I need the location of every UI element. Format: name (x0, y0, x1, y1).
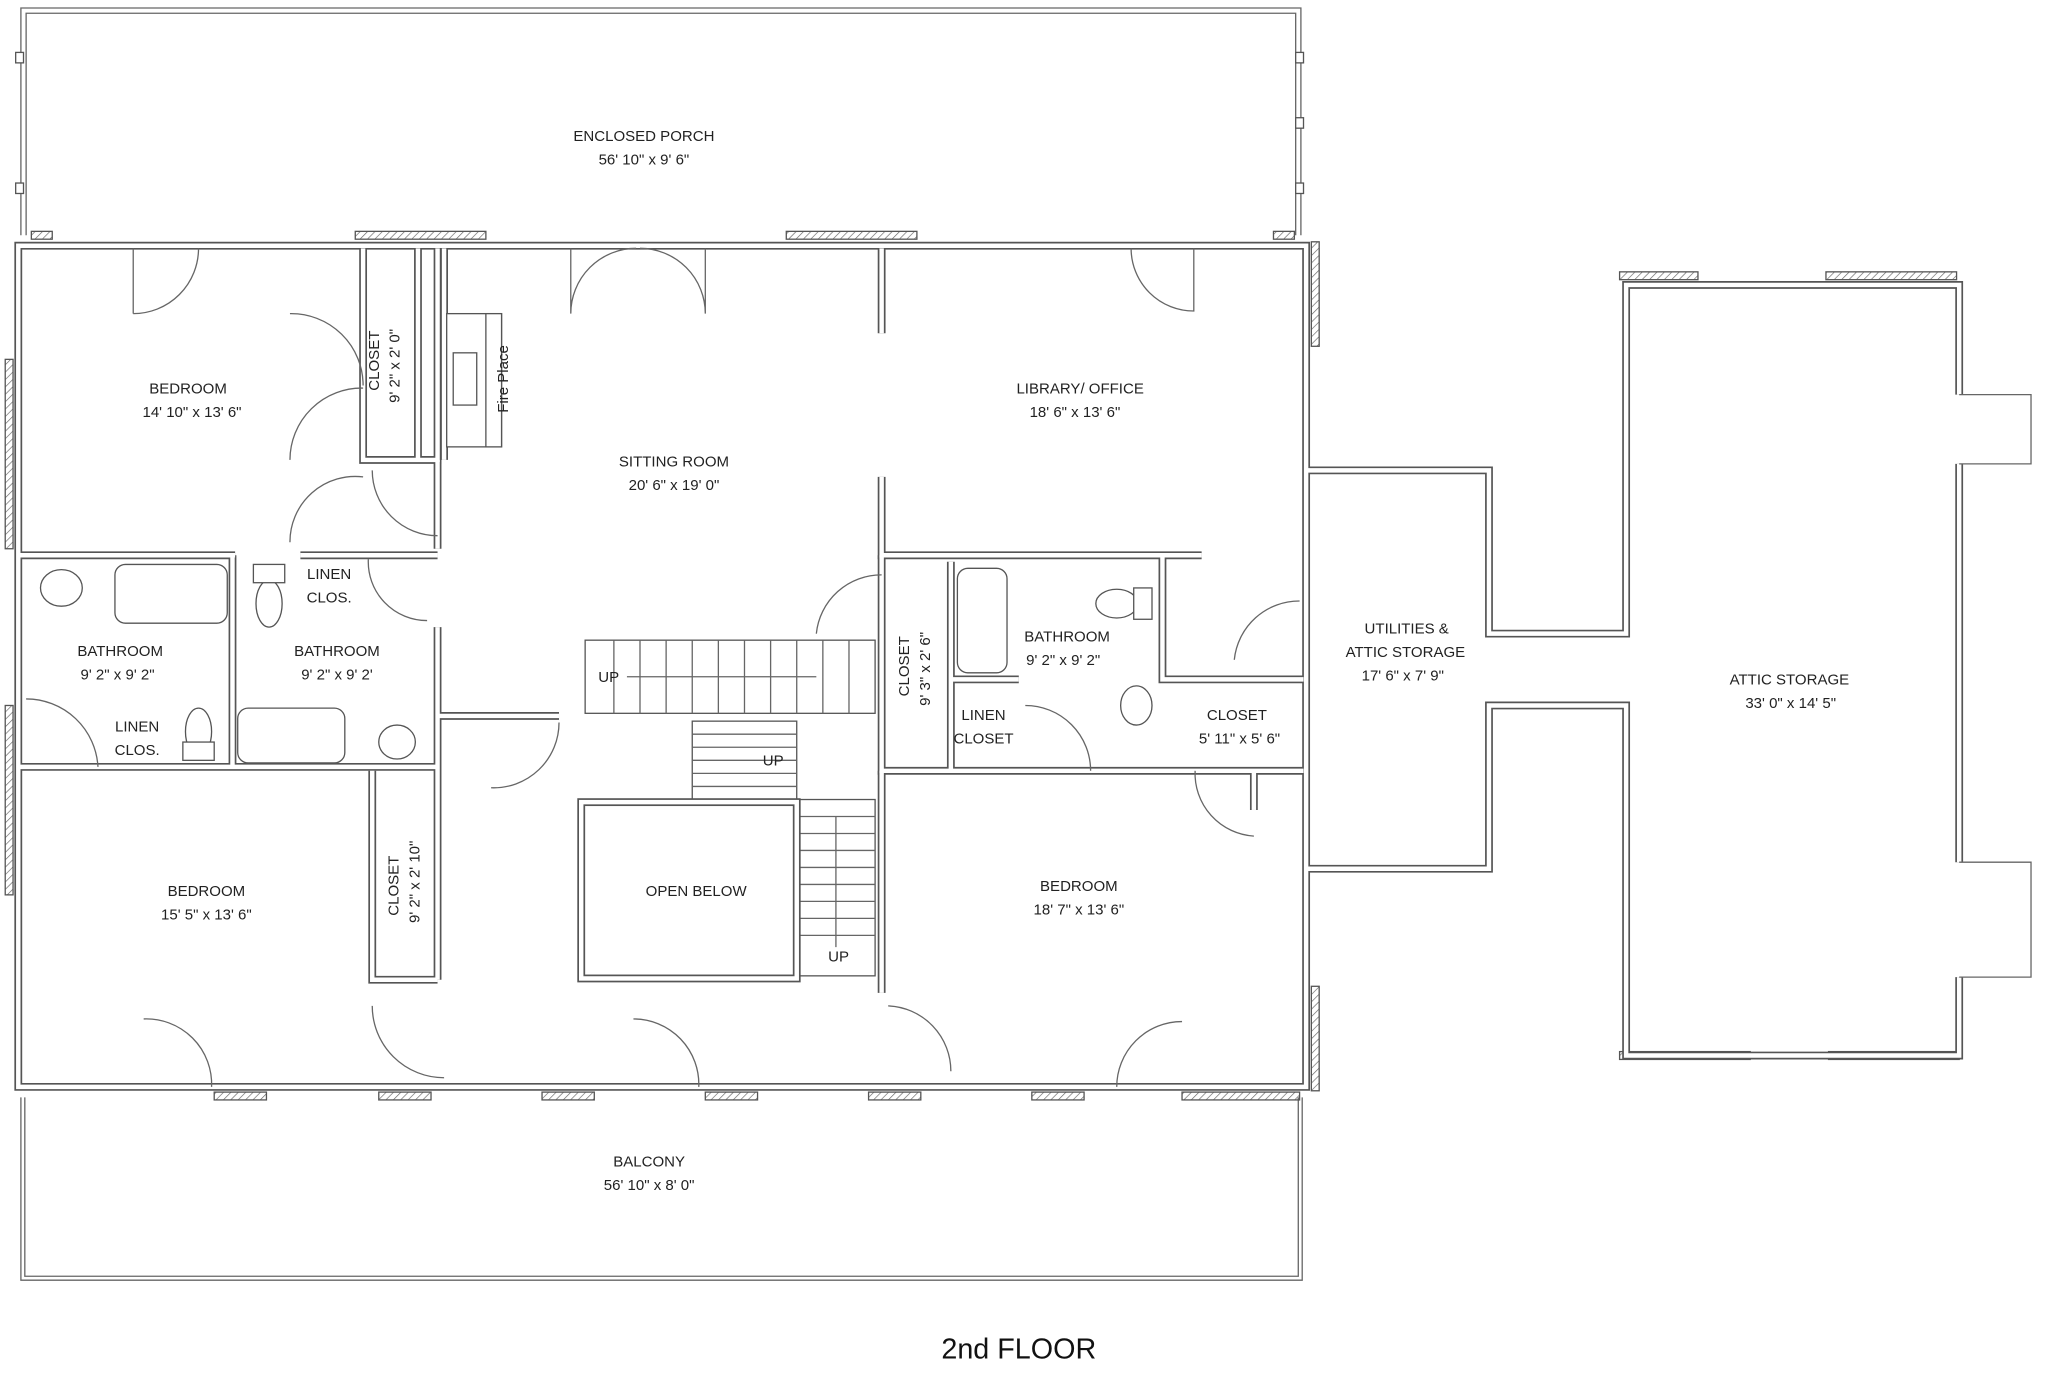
stair-up-2: UP (763, 753, 784, 770)
fireplace-label: Fire Place (495, 345, 512, 413)
balcony-dims: 56' 10" x 8' 0" (604, 1177, 695, 1194)
library-name: LIBRARY/ OFFICE (1016, 380, 1143, 397)
utilities-line2: ATTIC STORAGE (1346, 644, 1466, 661)
bedroom3-dims: 18' 7" x 13' 6" (1034, 901, 1125, 918)
bath1-dims: 9' 2" x 9' 2" (81, 666, 155, 683)
sink-icon (39, 568, 83, 607)
linen2-line1: LINEN (115, 719, 159, 736)
closet1-dims: 9' 2" x 2' 0" (387, 329, 404, 403)
stair-up-1: UP (598, 669, 619, 686)
bathtub-icon (237, 707, 346, 764)
sink-icon (378, 724, 416, 760)
bath3-name: BATHROOM (1024, 628, 1110, 645)
sink-icon (1120, 685, 1153, 726)
closet1-name: CLOSET (366, 331, 383, 391)
linen1-line1: LINEN (307, 566, 351, 583)
room-labels: ENCLOSED PORCH 56' 10" x 9' 6" BEDROOM 1… (77, 128, 1849, 1194)
bedroom1-name: BEDROOM (149, 380, 227, 397)
library-dims: 18' 6" x 13' 6" (1030, 404, 1121, 421)
bath1-name: BATHROOM (77, 643, 163, 660)
linen1-line2: CLOS. (307, 589, 352, 606)
toilet-icon (1095, 588, 1139, 619)
open-below-label: OPEN BELOW (646, 883, 748, 900)
bath2-name: BATHROOM (294, 643, 380, 660)
bathtub-icon (956, 567, 1008, 674)
fixtures (39, 312, 1153, 764)
toilet-icon (255, 579, 283, 628)
enclosed-porch-outline (15, 7, 1305, 236)
utilities-dims: 17' 6" x 7' 9" (1362, 668, 1444, 685)
closet2-name: CLOSET (896, 636, 913, 696)
attic-dims: 33' 0" x 14' 5" (1745, 695, 1836, 712)
utilities-line1: UTILITIES & (1365, 621, 1449, 638)
bedroom3-name: BEDROOM (1040, 878, 1118, 895)
closet4-name: CLOSET (385, 856, 402, 916)
closet2-dims: 9' 3" x 2' 6" (917, 632, 934, 706)
balcony-outline (20, 1097, 1303, 1281)
floor-title: 2nd FLOOR (941, 1334, 1096, 1366)
stairs (577, 639, 876, 983)
bedroom1-dims: 14' 10" x 13' 6" (142, 404, 241, 421)
bath3-dims: 9' 2" x 9' 2" (1026, 652, 1100, 669)
linen3-line2: CLOSET (953, 730, 1013, 747)
sitting-room-name: SITTING ROOM (619, 453, 729, 470)
linen2-line2: CLOS. (115, 742, 160, 759)
door-swings (26, 247, 1300, 1087)
sitting-room-dims: 20' 6" x 19' 0" (629, 477, 720, 494)
bedroom2-dims: 15' 5" x 13' 6" (161, 907, 252, 924)
bedroom2-name: BEDROOM (168, 883, 246, 900)
bath2-dims: 9' 2" x 9' 2' (301, 666, 373, 683)
balcony-name: BALCONY (613, 1154, 685, 1171)
walls (14, 241, 2032, 1091)
closet4-dims: 9' 2" x 2' 10" (406, 841, 423, 923)
porch-dims: 56' 10" x 9' 6" (599, 152, 690, 169)
attic-name: ATTIC STORAGE (1730, 672, 1850, 689)
linen3-line1: LINEN (961, 707, 1005, 724)
closet3-name: CLOSET (1207, 707, 1267, 724)
bathtub-icon (114, 563, 228, 624)
stair-up-3: UP (828, 948, 849, 965)
porch-name: ENCLOSED PORCH (573, 128, 714, 145)
closet3-dims: 5' 11" x 5' 6" (1199, 730, 1280, 747)
